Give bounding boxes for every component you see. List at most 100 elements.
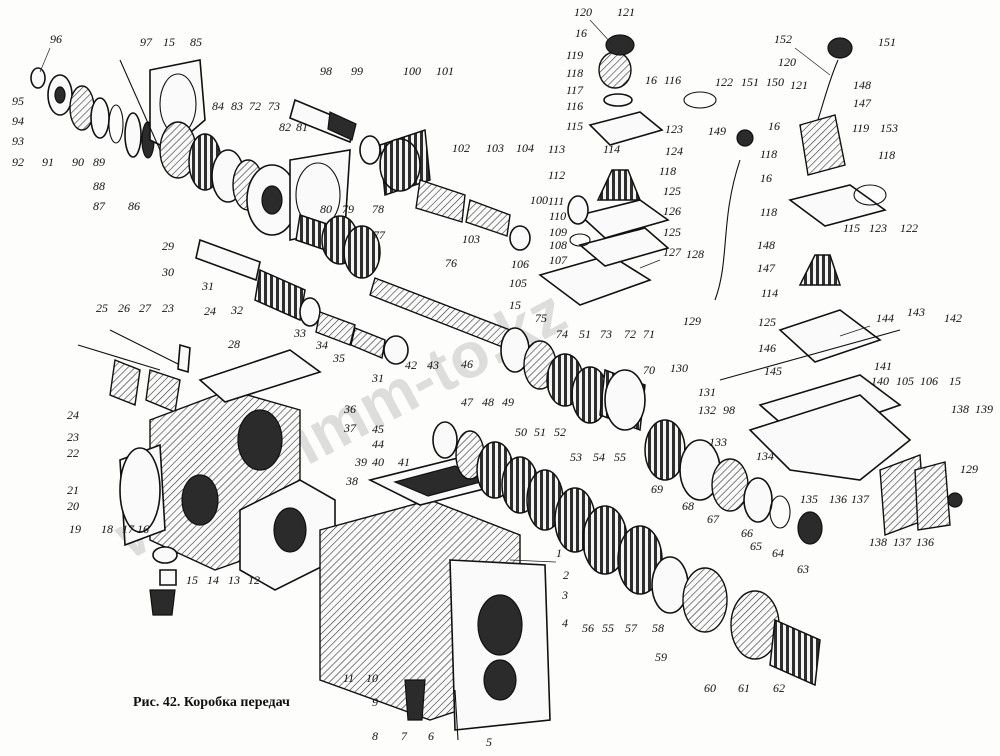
part-label-131: 131 (698, 385, 716, 399)
part-label-59: 59 (655, 650, 667, 664)
part-label-132: 132 (698, 403, 716, 417)
part-label-89: 89 (93, 155, 105, 169)
part-label-49: 49 (502, 395, 514, 409)
part-label-138: 138 (869, 535, 887, 549)
part-label-129: 129 (683, 314, 701, 328)
part-label-120: 120 (574, 5, 592, 19)
part-label-115: 115 (566, 119, 583, 133)
part-label-35: 35 (332, 351, 345, 365)
part-label-8: 8 (372, 729, 378, 743)
part-label-16: 16 (760, 171, 772, 185)
part-label-16: 16 (575, 26, 587, 40)
part-label-70: 70 (643, 363, 655, 377)
part-label-150: 150 (766, 75, 784, 89)
part-label-33: 33 (293, 326, 306, 340)
part-label-97: 97 (140, 35, 153, 49)
part-label-52: 52 (554, 425, 566, 439)
part-label-106: 106 (511, 257, 529, 271)
part-label-42: 42 (405, 358, 417, 372)
part-label-134: 134 (756, 449, 774, 463)
part-label-11: 11 (343, 671, 354, 685)
shift-tower-middle (538, 34, 754, 306)
part-label-82: 82 (279, 120, 291, 134)
part-label-28: 28 (228, 337, 240, 351)
part-label-44: 44 (372, 437, 384, 451)
part-label-147: 147 (757, 261, 776, 275)
part-label-36: 36 (343, 402, 356, 416)
part-label-7: 7 (401, 729, 408, 743)
part-label-51: 51 (534, 425, 546, 439)
part-label-99: 99 (351, 64, 363, 78)
part-label-109: 109 (549, 225, 567, 239)
part-label-137: 137 (893, 535, 912, 549)
part-label-119: 119 (566, 48, 583, 62)
clutch-housing-left (119, 349, 336, 616)
part-label-94: 94 (12, 114, 24, 128)
part-label-16: 16 (645, 73, 657, 87)
part-label-147: 147 (853, 96, 872, 110)
part-label-148: 148 (757, 238, 775, 252)
part-label-80: 80 (320, 202, 332, 216)
part-label-138: 138 (951, 402, 969, 416)
part-label-96: 96 (50, 32, 62, 46)
part-label-71: 71 (643, 327, 655, 341)
part-label-32: 32 (230, 303, 243, 317)
part-label-10: 10 (366, 671, 378, 685)
part-label-139: 139 (975, 402, 993, 416)
part-label-73: 73 (268, 99, 280, 113)
input-shaft-assembly (30, 59, 381, 279)
part-label-2: 2 (563, 568, 569, 582)
part-label-88: 88 (93, 179, 105, 193)
part-label-83: 83 (231, 99, 243, 113)
part-label-125: 125 (663, 184, 681, 198)
part-label-18: 18 (101, 522, 113, 536)
part-label-105: 105 (509, 276, 527, 290)
part-label-23: 23 (67, 430, 79, 444)
part-label-148: 148 (853, 78, 871, 92)
part-label-5: 5 (486, 735, 492, 749)
part-label-153: 153 (880, 121, 898, 135)
part-label-142: 142 (944, 311, 962, 325)
part-label-149: 149 (708, 124, 726, 138)
part-label-38: 38 (345, 474, 358, 488)
part-label-69: 69 (651, 482, 663, 496)
part-label-128: 128 (686, 247, 704, 261)
part-label-126: 126 (663, 204, 681, 218)
part-label-37: 37 (343, 421, 357, 435)
part-label-14: 14 (207, 573, 219, 587)
part-label-103: 103 (462, 232, 480, 246)
part-number-labels: 1234567891011121314151617181920212223242… (12, 5, 993, 749)
part-label-65: 65 (750, 539, 762, 553)
part-label-104: 104 (516, 141, 534, 155)
part-label-117: 117 (566, 83, 584, 97)
part-label-103: 103 (486, 141, 504, 155)
part-label-25: 25 (96, 301, 108, 315)
part-label-116: 116 (566, 99, 583, 113)
part-label-146: 146 (758, 341, 776, 355)
reverse-gear-group (644, 419, 823, 545)
part-label-47: 47 (461, 395, 474, 409)
part-label-118: 118 (760, 205, 777, 219)
part-label-19: 19 (69, 522, 81, 536)
part-label-114: 114 (603, 142, 620, 156)
part-label-15: 15 (186, 573, 198, 587)
part-label-30: 30 (161, 265, 174, 279)
part-label-129: 129 (960, 462, 978, 476)
part-label-16: 16 (768, 119, 780, 133)
part-label-118: 118 (760, 147, 777, 161)
shift-forks-left (77, 329, 191, 413)
part-label-73: 73 (600, 327, 612, 341)
part-label-13: 13 (228, 573, 240, 587)
part-label-136: 136 (829, 492, 847, 506)
part-label-66: 66 (741, 526, 753, 540)
part-label-40: 40 (372, 455, 384, 469)
part-label-122: 122 (900, 221, 918, 235)
part-label-56: 56 (582, 621, 594, 635)
part-label-3: 3 (561, 588, 568, 602)
part-label-125: 125 (663, 225, 681, 239)
part-label-20: 20 (67, 499, 79, 513)
part-label-76: 76 (445, 256, 457, 270)
part-label-21: 21 (67, 483, 79, 497)
